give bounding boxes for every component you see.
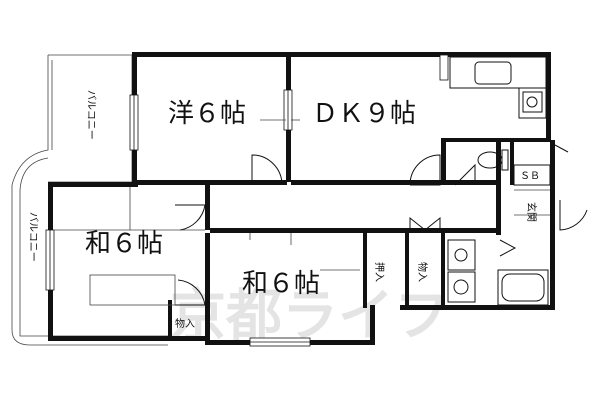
toilet bbox=[477, 149, 509, 171]
oshiire-label: 押入 bbox=[373, 262, 386, 282]
monoire-left-label: 物入 bbox=[175, 317, 195, 330]
kitchen bbox=[449, 56, 547, 119]
entrance-label: 玄関 bbox=[525, 202, 538, 222]
balcony-lower-label: バルコニー bbox=[27, 212, 39, 262]
doors bbox=[175, 144, 588, 306]
windows bbox=[45, 54, 449, 347]
monoire-center-label: 物入 bbox=[416, 262, 429, 282]
balcony-upper-label: バルコニー bbox=[85, 90, 97, 140]
bathroom bbox=[447, 239, 549, 306]
sb-label: ＳＢ bbox=[520, 171, 540, 182]
room-japanese-center-label: 和６帖 bbox=[242, 269, 320, 299]
entrance-area: ＳＢ 玄関 bbox=[513, 164, 551, 222]
room-dk-label: ＤＫ９帖 bbox=[312, 99, 416, 129]
room-western-label: 洋６帖 bbox=[168, 99, 246, 129]
interior-lines bbox=[53, 119, 360, 306]
room-japanese-left-label: 和６帖 bbox=[85, 229, 163, 259]
